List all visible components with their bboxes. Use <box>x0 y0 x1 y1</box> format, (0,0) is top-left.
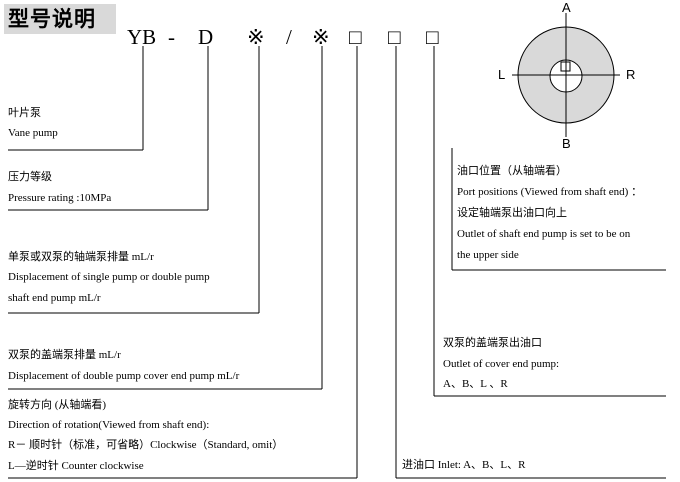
model-code-yb: YB <box>127 25 157 49</box>
vane-pump-cn: 叶片泵 <box>8 107 41 119</box>
port-positions-cn2: 设定轴端泵出油口向上 <box>457 207 567 219</box>
displacement-single-cn: 单泵或双泵的轴端泵排量 mL/r <box>8 251 154 263</box>
cover-outlet-en: Outlet of cover end pump: <box>443 358 560 370</box>
cover-outlet-values: A、B、L 、R <box>443 378 508 390</box>
port-diagram <box>512 13 620 137</box>
model-code-outlet-box: □ <box>426 25 439 49</box>
page-title: 型号说明 <box>4 4 116 34</box>
model-code-displacement-mark: ※ <box>247 25 265 49</box>
model-code-rotation-box: □ <box>349 25 362 49</box>
rotation-r: R－ 顺时针（标准，可省略）Clockwise（Standard, omit） <box>8 439 284 451</box>
port-positions-cn1: 油口位置（从轴端看） <box>457 165 567 177</box>
model-code-dash: - <box>168 25 175 49</box>
port-label-l: L <box>498 67 506 82</box>
port-positions-en3: the upper side <box>457 249 519 261</box>
pressure-en: Pressure rating :10MPa <box>8 192 112 204</box>
port-label-a: A <box>562 0 571 15</box>
port-positions-en1: Port positions (Viewed from shaft end) ： <box>457 186 643 198</box>
port-positions-en2: Outlet of shaft end pump is set to be on <box>457 228 631 240</box>
port-label-b: B <box>562 136 571 151</box>
displacement-single-en1: Displacement of single pump or double pu… <box>8 271 210 283</box>
port-label-r: R <box>626 67 636 82</box>
displacement-cover-cn: 双泵的盖端泵排量 mL/r <box>8 349 121 361</box>
rotation-l: L—逆时针 Counter clockwise <box>8 460 144 472</box>
pressure-cn: 压力等级 <box>8 171 52 183</box>
model-code-d: D <box>198 25 214 49</box>
model-code-slash: / <box>286 25 292 49</box>
model-code-cover-mark: ※ <box>312 25 330 49</box>
inlet-text: 进油口 Inlet: A、B、L、R <box>402 459 526 471</box>
displacement-single-en2: shaft end pump mL/r <box>8 292 101 304</box>
rotation-cn: 旋转方向 (从轴端看) <box>8 399 107 411</box>
vane-pump-en: Vane pump <box>8 127 58 139</box>
rotation-en: Direction of rotation(Viewed from shaft … <box>8 419 210 431</box>
displacement-cover-en: Displacement of double pump cover end pu… <box>8 370 240 382</box>
cover-outlet-cn: 双泵的盖端泵出油口 <box>443 337 542 349</box>
model-code-inlet-box: □ <box>388 25 401 49</box>
